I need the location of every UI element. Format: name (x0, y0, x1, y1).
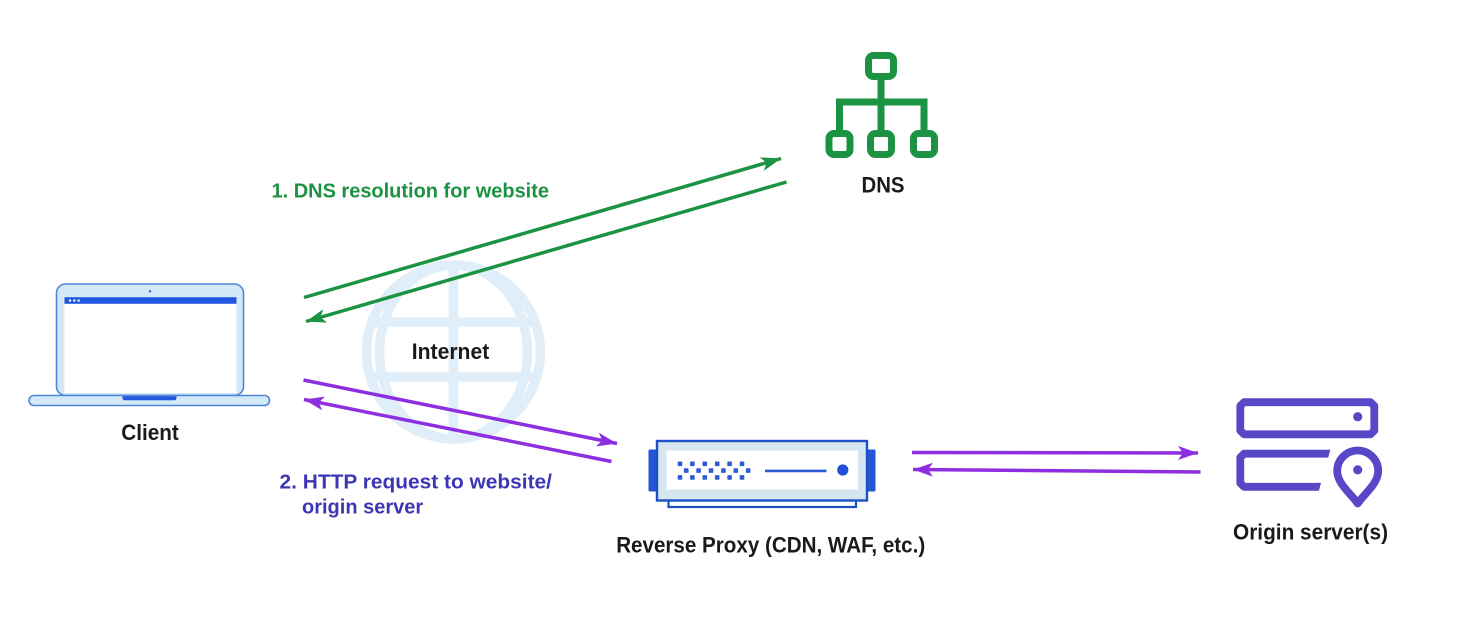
svg-text:Reverse Proxy (CDN, WAF, etc.): Reverse Proxy (CDN, WAF, etc.) (616, 533, 925, 558)
svg-text:origin server: origin server (302, 497, 423, 519)
svg-text:Internet: Internet (412, 339, 490, 364)
svg-text:1. DNS resolution for website: 1. DNS resolution for website (272, 181, 550, 203)
svg-text:2. HTTP request to website/: 2. HTTP request to website/ (280, 472, 553, 494)
svg-text:Origin server(s): Origin server(s) (1233, 520, 1388, 545)
svg-text:Client: Client (121, 420, 179, 445)
svg-text:DNS: DNS (862, 173, 905, 198)
